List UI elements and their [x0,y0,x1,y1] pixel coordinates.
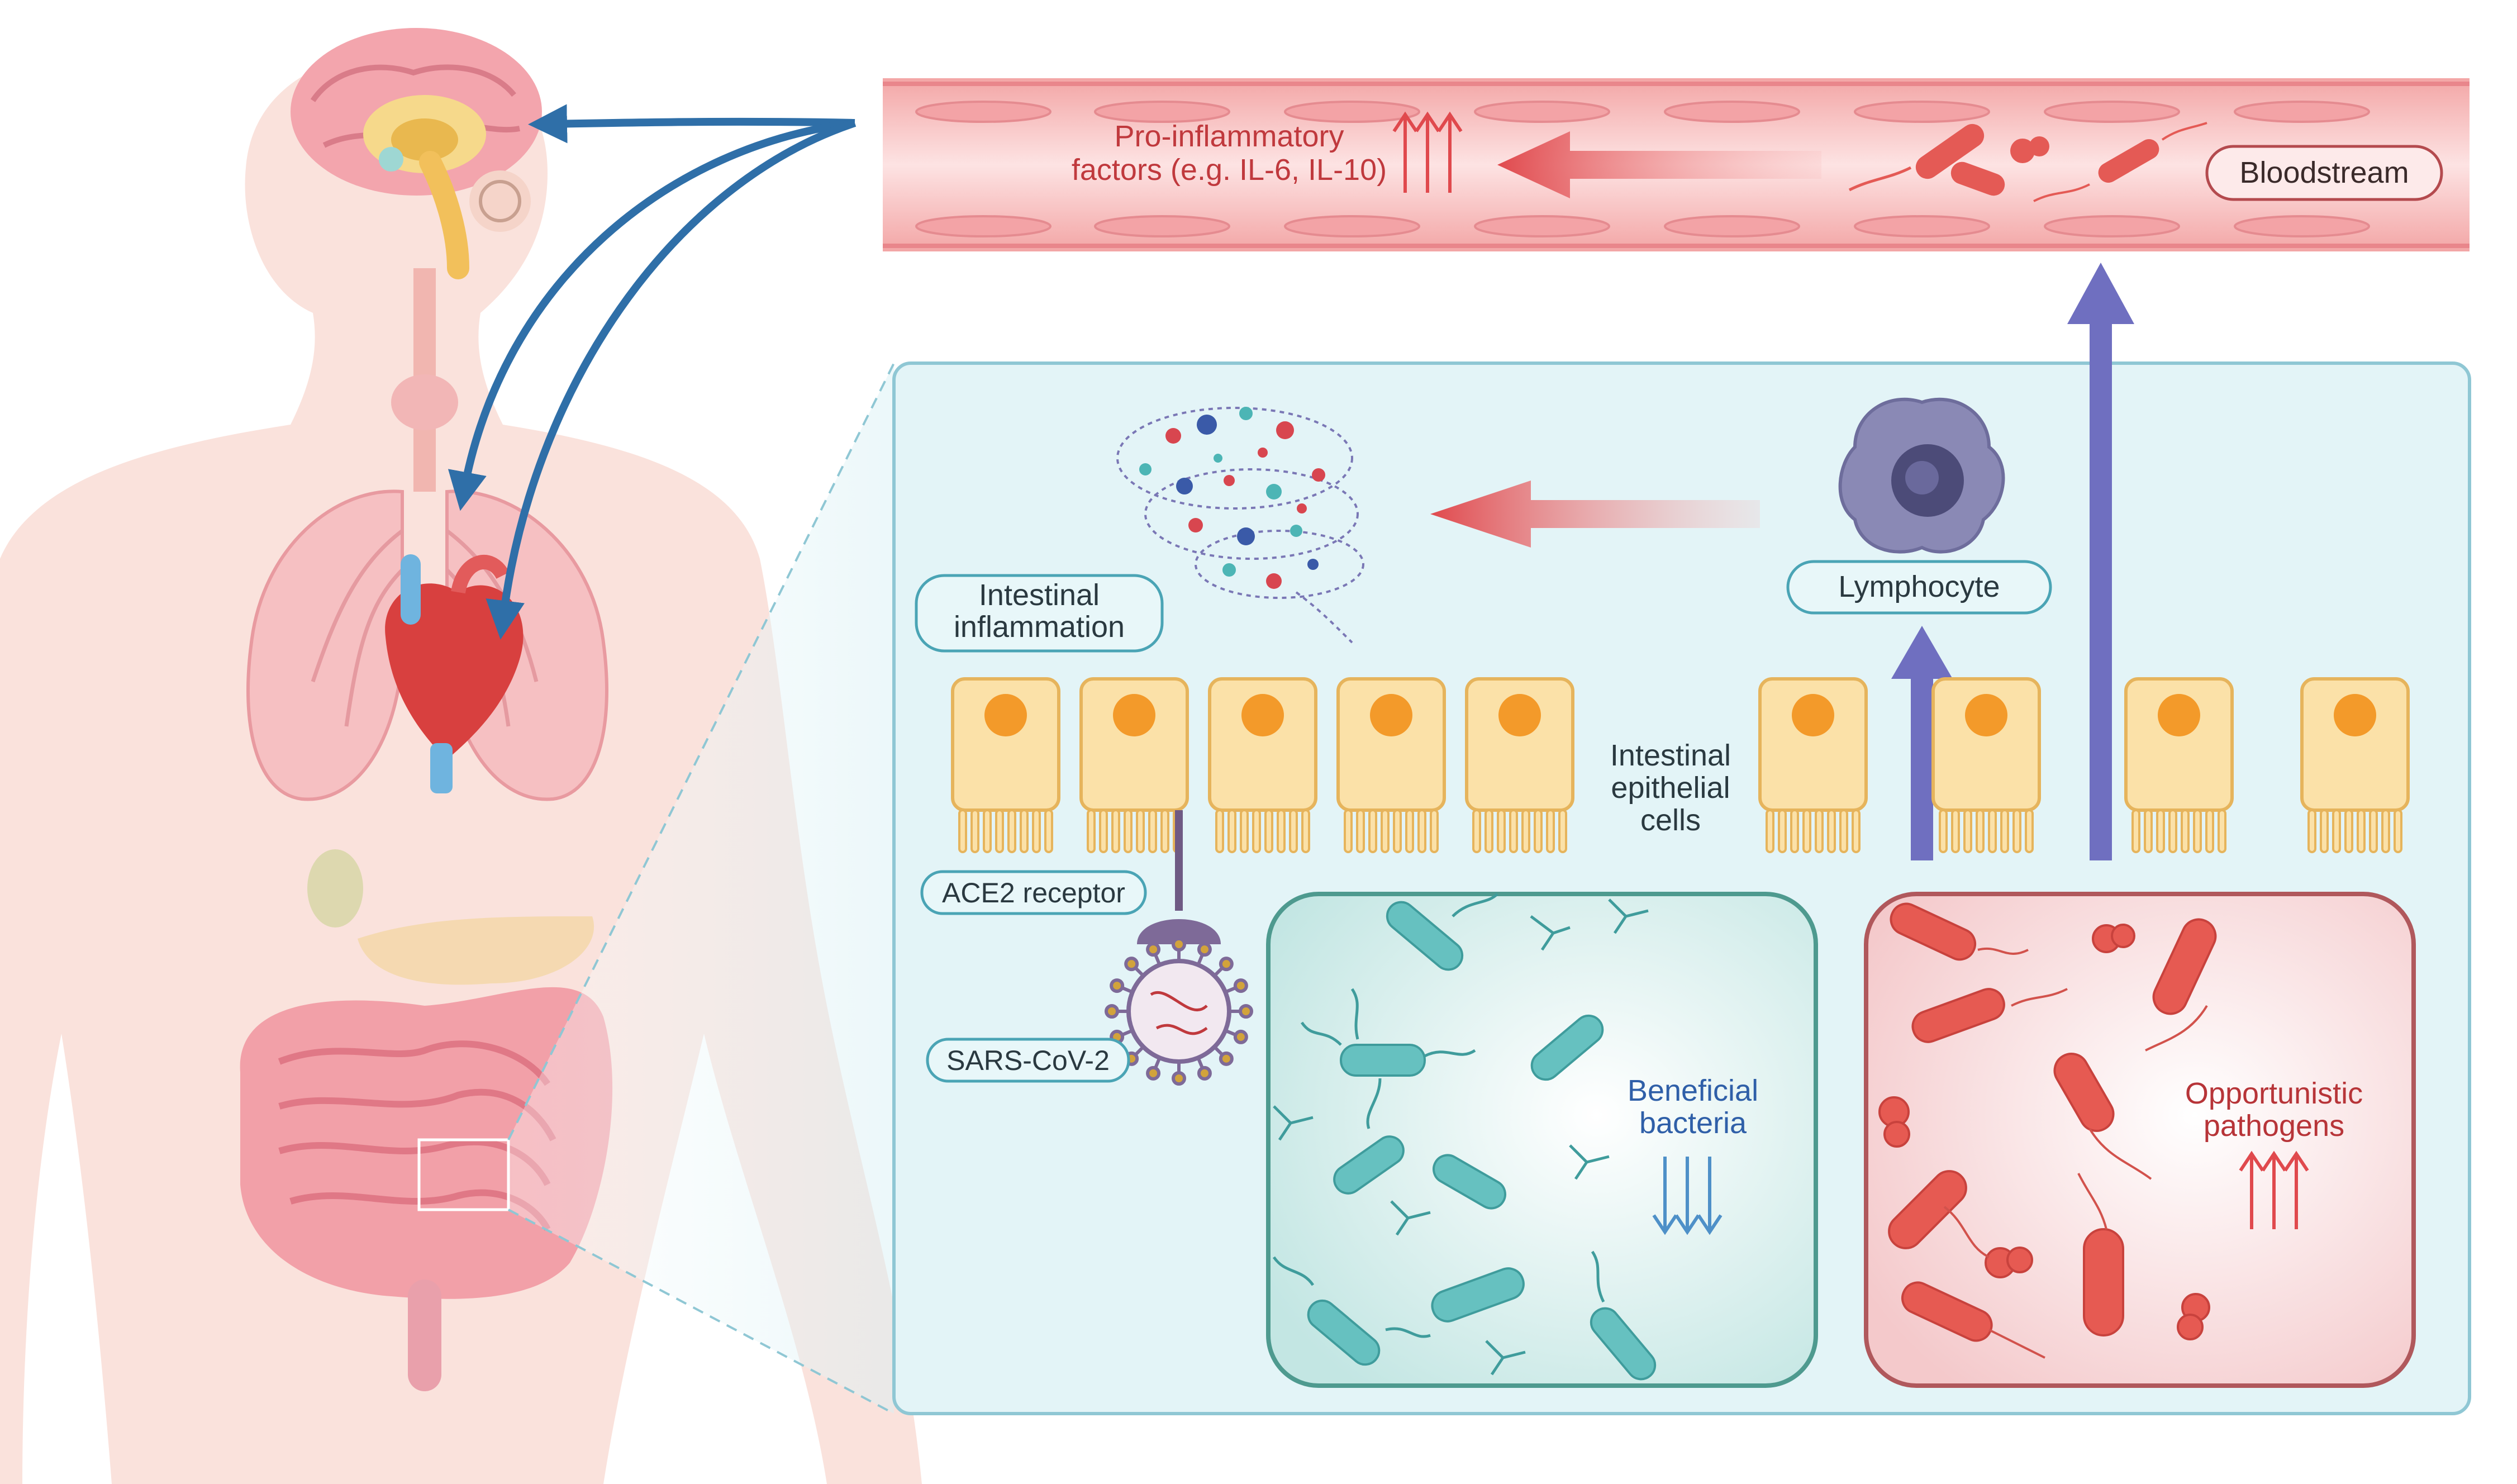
epithelial-cell [1758,677,1868,853]
ace2-label: ACE2 receptor [942,877,1125,909]
factors-label-line1: Pro-inflammatory [1114,120,1344,153]
epithelial-cells [951,677,2410,853]
circulation-arrows [448,104,857,640]
epithelial-cell [951,677,1060,853]
pro-inflammatory-arrow [1497,131,1821,198]
epithelial-cell [1931,677,2041,853]
epithelial-label-line3: cells [1640,803,1701,837]
ace2-badge [920,870,1147,915]
blood-vessel [883,78,2470,251]
lymphocyte-label: Lymphocyte [1838,570,2000,603]
virus-badge [926,1038,1130,1083]
inflammation-label-line1: Intestinal [979,578,1100,612]
sars-cov-2-icon [1105,937,1253,1086]
pathogens-panel [1864,892,2416,1388]
epithelial-label-line2: epithelial [1611,771,1730,805]
increase-arrows-icon [1392,111,1463,193]
epithelial-cell [1465,677,1574,853]
bloodstream-badge [2205,145,2443,201]
blood-bacteria [1848,122,2207,202]
decrease-arrows-icon [1652,1157,1723,1235]
thyroid [391,374,458,430]
ace2-receptor-head [1137,919,1221,944]
translocation-arrow [2067,263,2134,860]
zoom-line-top [507,363,895,1140]
brain-icon [291,28,542,279]
epithelial-label-line1: Intestinal [1610,739,1731,772]
zoom-line-bottom [508,1209,894,1415]
virus-label: SARS-CoV-2 [946,1045,1110,1076]
lymphocyte-activation-arrow [1891,626,1953,860]
epithelial-cell [2124,677,2234,853]
lungs-icon [246,489,608,801]
gallbladder [307,849,363,927]
lymphocyte-icon [1838,397,2005,554]
lymphocyte-badge [1786,560,2052,615]
beneficial-label-line2: bacteria [1639,1106,1747,1140]
human-body-figure [0,28,922,1484]
cytokine-storm-icon [1116,407,1364,644]
bloodstream-label: Bloodstream [2239,156,2409,189]
epithelial-cell [1336,677,1446,853]
increase-arrows-icon-2 [2239,1150,2309,1229]
inflammation-label-line2: inflammation [954,610,1125,644]
inflammation-badge [915,574,1164,653]
pancreas [358,916,594,985]
epithelial-cell [1208,677,1317,853]
body-silhouette [0,47,922,1484]
inflammation-arrow [1430,481,1760,548]
factors-label-line2: factors (e.g. IL-6, IL-10) [1072,153,1387,187]
beneficial-label-line1: Beneficial [1628,1074,1758,1107]
epithelial-cell [2300,677,2410,853]
pathogens-label-line2: pathogens [2204,1109,2344,1143]
zoom-projection [508,363,894,1414]
intestines-icon [240,987,613,1391]
pathogens-label-line1: Opportunistic [2185,1077,2363,1110]
beneficial-bacteria-panel [1266,892,1818,1388]
